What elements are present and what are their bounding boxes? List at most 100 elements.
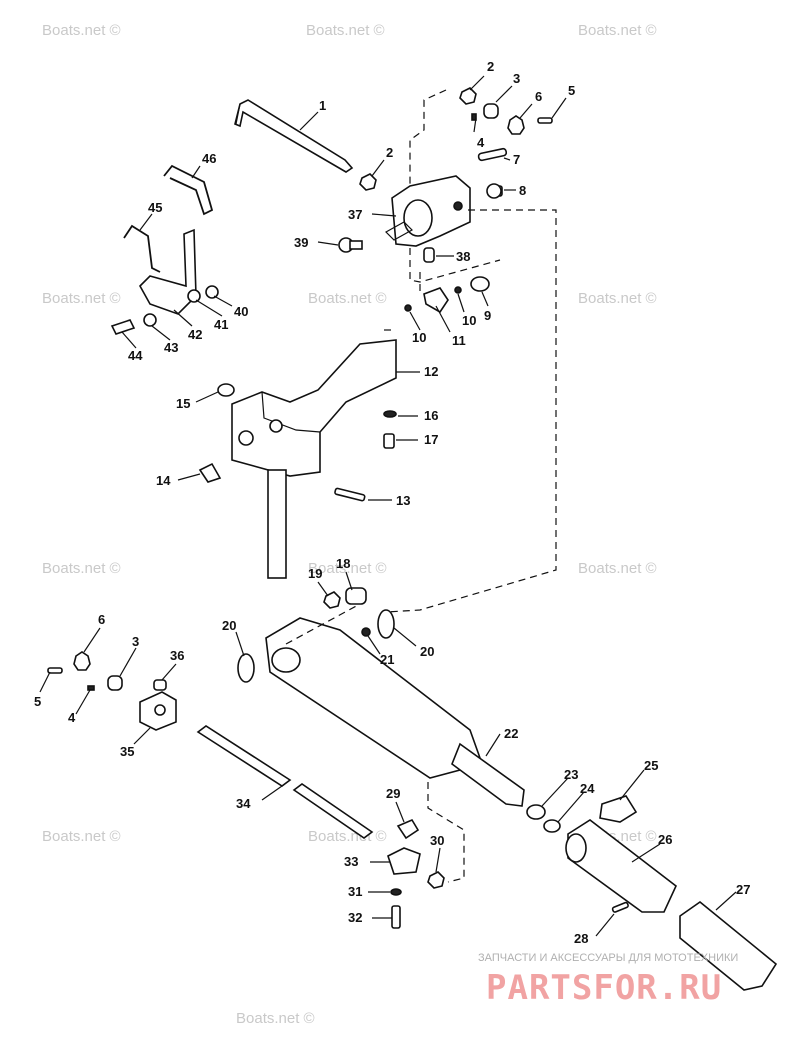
- bracket-12-part: [231, 339, 397, 579]
- nut-part: [359, 173, 377, 191]
- callout-label: 40: [234, 304, 248, 319]
- callout-label: 46: [202, 151, 216, 166]
- screw-39-part: [338, 237, 363, 253]
- leader-lines: [39, 75, 737, 937]
- callout-label: 36: [170, 648, 184, 663]
- callout-labels: 1 2 3 4 5 6 2 7 8 37 39 38 9 10 10 11 46…: [34, 59, 750, 946]
- callout-label: 4: [477, 135, 485, 150]
- watermark: Boats.net ©: [578, 22, 657, 39]
- callout-label: 45: [148, 200, 162, 215]
- washer-16-part: [383, 410, 397, 418]
- callout-label: 39: [294, 235, 308, 250]
- callout-label: 18: [336, 556, 350, 571]
- callout-label: 3: [513, 71, 520, 86]
- pin-part: [477, 147, 508, 162]
- handle-26-part: [565, 819, 677, 913]
- nut-21-part: [361, 627, 371, 637]
- callout-label: 29: [386, 786, 400, 801]
- fitting-38-part: [423, 247, 435, 263]
- watermark: Boats.net ©: [578, 560, 657, 577]
- callout-label: 1: [319, 98, 326, 113]
- callout-label: 30: [430, 833, 444, 848]
- callout-label: 12: [424, 364, 438, 379]
- banner-tagline: ЗАПЧАСТИ И АКСЕССУАРЫ ДЛЯ МОТОТЕХНИКИ: [478, 952, 739, 964]
- watermark: Boats.net ©: [308, 290, 387, 307]
- screw-32-part: [391, 905, 401, 929]
- block-35-part: [139, 691, 177, 731]
- watermark: Boats.net ©: [306, 22, 385, 39]
- callout-label: 6: [98, 612, 105, 627]
- callout-label: 35: [120, 744, 134, 759]
- ring-23-part: [526, 804, 546, 820]
- bushing-25-part: [599, 795, 638, 823]
- callout-label: 2: [487, 59, 494, 74]
- spring-45-part: [123, 224, 161, 273]
- pin-28-part: [611, 901, 629, 913]
- link-rod-part: [234, 99, 354, 173]
- partsfor-banner: ЗАПЧАСТИ И АКСЕССУАРЫ ДЛЯ МОТОТЕХНИКИ PA…: [478, 948, 800, 1048]
- callout-label: 42: [188, 327, 202, 342]
- callout-label: 28: [574, 931, 588, 946]
- grip-27-part: [679, 900, 778, 991]
- callout-label: 6: [535, 89, 542, 104]
- small-hardware-top: [459, 87, 553, 135]
- callout-label: 3: [132, 634, 139, 649]
- callout-label: 20: [420, 644, 434, 659]
- callout-label: 5: [34, 694, 41, 709]
- callout-label: 13: [396, 493, 410, 508]
- callout-label: 17: [424, 432, 438, 447]
- washer-20-part: [237, 609, 395, 683]
- callout-label: 15: [176, 396, 190, 411]
- screw-17-part: [383, 433, 395, 449]
- cam-bracket-part: [385, 175, 471, 247]
- bolt-13-part: [334, 487, 366, 502]
- callout-label: 27: [736, 882, 750, 897]
- nut-10-part: [404, 286, 462, 312]
- callout-label: 38: [456, 249, 470, 264]
- callout-label: 32: [348, 910, 362, 925]
- callout-label: 16: [424, 408, 438, 423]
- callout-label: 43: [164, 340, 178, 355]
- small-hardware-left: [47, 651, 123, 691]
- cap-36-part: [153, 679, 167, 691]
- clip-15-part: [217, 383, 235, 397]
- screw-part: [486, 183, 503, 199]
- watermark: Boats.net ©: [236, 1010, 315, 1027]
- lever-11-part: [423, 287, 449, 314]
- nut-30-part: [427, 871, 445, 889]
- shaft-34-part: [196, 725, 374, 839]
- callout-label: 34: [236, 796, 251, 811]
- watermark: Boats.net ©: [42, 290, 121, 307]
- callout-label: 2: [386, 145, 393, 160]
- callout-label: 8: [519, 183, 526, 198]
- watermark: Boats.net ©: [578, 290, 657, 307]
- callout-label: 20: [222, 618, 236, 633]
- callout-label: 41: [214, 317, 228, 332]
- callout-label: 5: [568, 83, 575, 98]
- watermark: Boats.net ©: [308, 560, 387, 577]
- callout-label: 23: [564, 767, 578, 782]
- clip-14-part: [198, 462, 222, 483]
- bracket-33-part: [387, 847, 421, 875]
- callout-label: 10: [412, 330, 426, 345]
- callout-label: 19: [308, 566, 322, 581]
- washer-31-part: [390, 888, 402, 896]
- callout-label: 37: [348, 207, 362, 222]
- callout-label: 33: [344, 854, 358, 869]
- ring-9-part: [470, 276, 490, 292]
- watermark: Boats.net ©: [42, 828, 121, 845]
- callout-label: 11: [452, 333, 466, 348]
- watermark: Boats.net ©: [42, 560, 121, 577]
- clip-29-part: [396, 818, 420, 840]
- partsfor-logo: PARTSFOR.RU: [486, 968, 723, 1008]
- callout-label: 4: [68, 710, 76, 725]
- callout-label: 7: [513, 152, 520, 167]
- ring-24-part: [543, 819, 561, 833]
- callout-label: 24: [580, 781, 595, 796]
- callout-label: 9: [484, 308, 491, 323]
- bracket-42-part: [110, 228, 219, 335]
- watermark: Boats.net ©: [42, 22, 121, 39]
- callout-label: 21: [380, 652, 394, 667]
